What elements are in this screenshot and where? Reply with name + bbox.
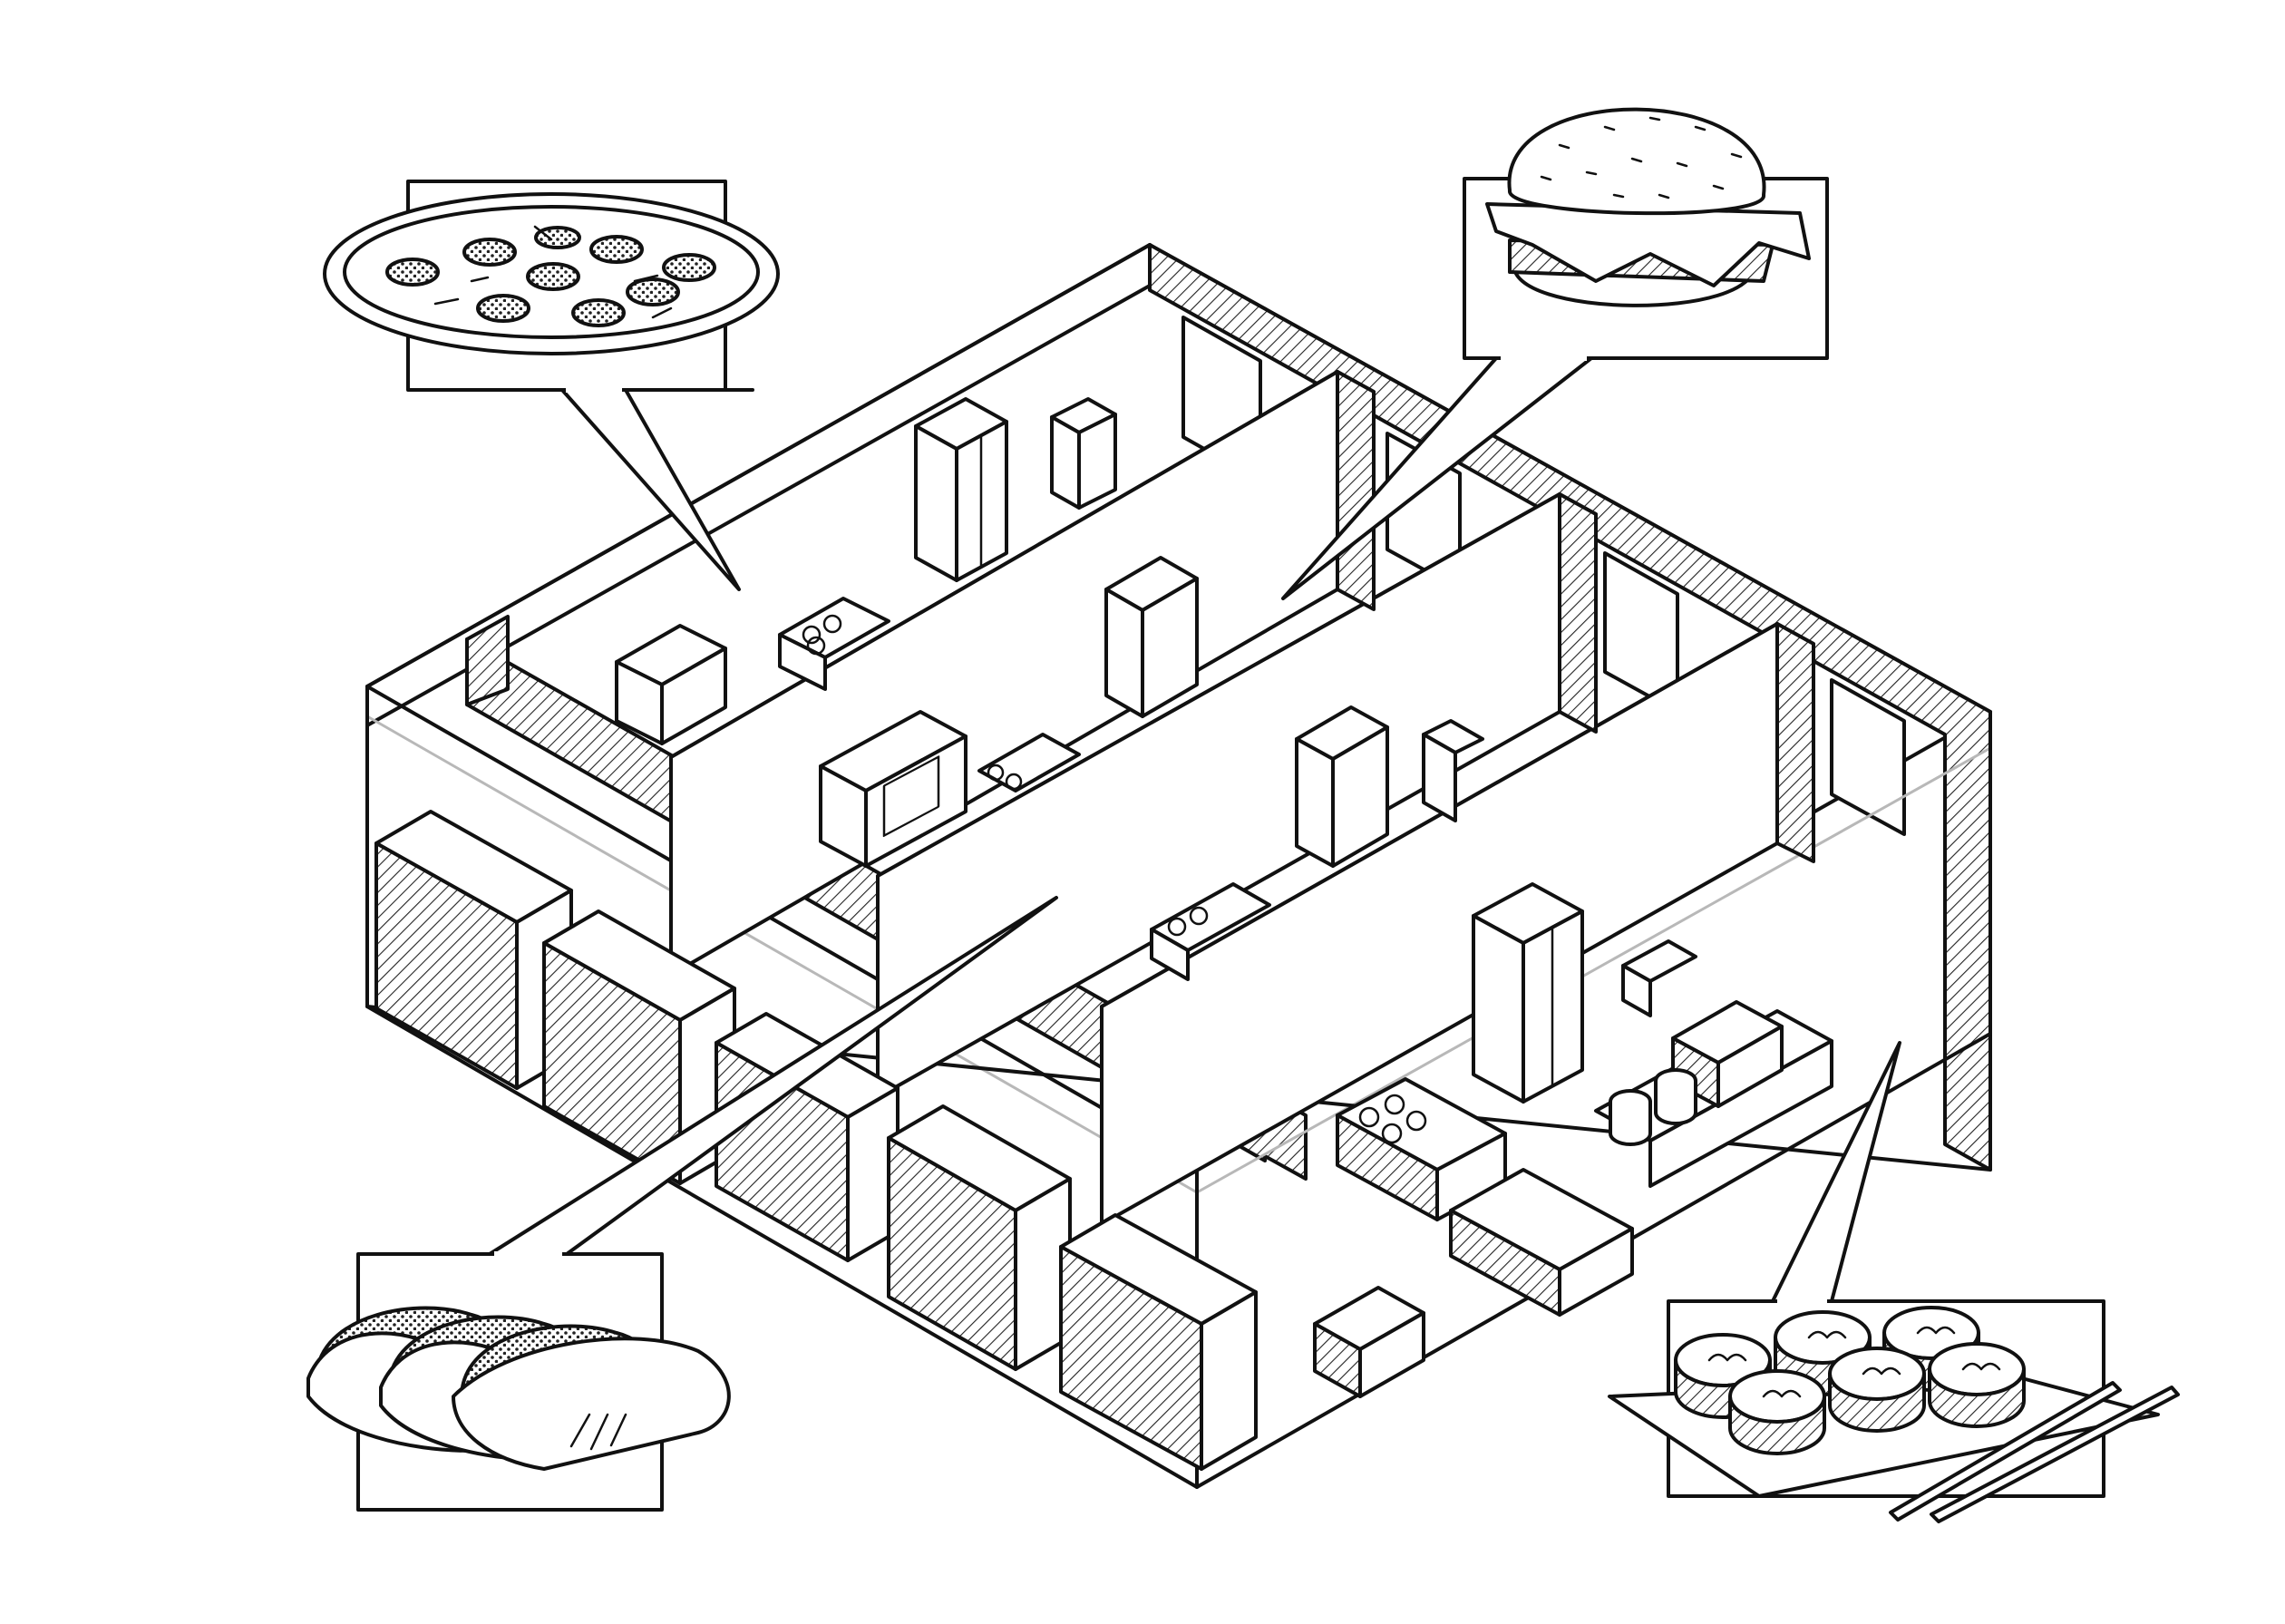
burger-callout [1281, 107, 1829, 600]
chopsticks-icon [1889, 1381, 2180, 1523]
sushi-icon [1608, 1306, 2180, 1523]
burger-icon [1485, 107, 1811, 307]
pizza-callout [323, 180, 780, 591]
room-furniture [374, 397, 1833, 1471]
sushi-roll [1674, 1333, 1772, 1419]
door [1830, 678, 1906, 836]
tacos-callout [306, 896, 1058, 1512]
pizza-icon [323, 192, 780, 355]
sushi-callout [1608, 1041, 2180, 1523]
left-end-wall [465, 615, 510, 706]
tacos-icon [306, 1306, 731, 1471]
